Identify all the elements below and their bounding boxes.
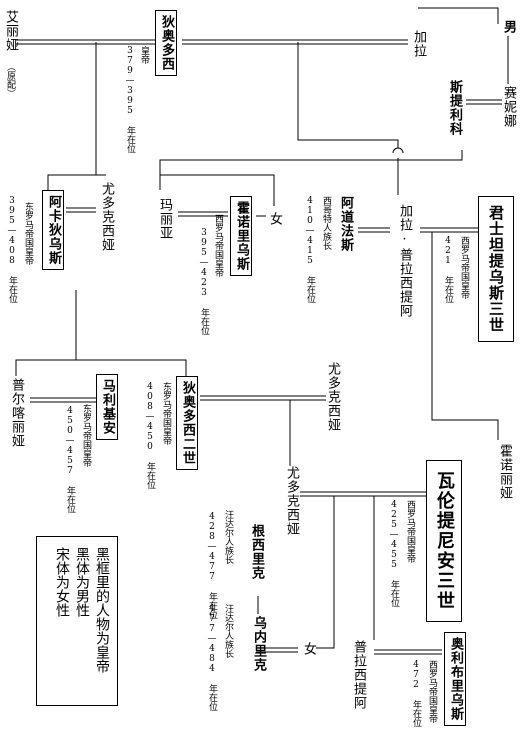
- person-arcadius: 阿卡狄乌斯: [42, 190, 64, 270]
- name: 马利基安: [100, 379, 115, 435]
- line-galla-male: [418, 7, 499, 24]
- person-honoria: 霍诺丽娅: [497, 444, 512, 500]
- reign-olybrius: 472 年在位: [411, 660, 421, 727]
- marriage-line-theodosius2-eudoxia: [200, 395, 326, 401]
- person-eudoxia2: 尤多克西娅: [325, 362, 340, 432]
- person-maria: 玛丽亚: [157, 198, 172, 240]
- legend-line-female: 宋体为女性: [54, 547, 70, 617]
- person-serena: 赛妮娜: [501, 86, 516, 128]
- line-aelia-children: [47, 42, 97, 190]
- marriage-line-stilicho-serena: [466, 99, 502, 105]
- title-honorius: 西罗马帝国皇帝: [213, 214, 223, 277]
- title-olybrius: 西罗马帝国皇帝: [427, 660, 437, 723]
- line-galla-placidia-descent: [297, 42, 399, 195]
- title-theodosius2: 东罗马帝国皇帝: [161, 382, 171, 445]
- person-marcian: 马利基安: [96, 374, 118, 440]
- reign-valentinian3: 425—455 年在位: [389, 500, 399, 607]
- marriage-line-maria-honorius: [178, 211, 228, 217]
- reign-genseric: 428—477 年在位: [207, 512, 217, 619]
- person-olybrius: 奥利布里乌斯: [444, 632, 466, 726]
- name: 阿卡狄乌斯: [46, 195, 61, 265]
- legend-line-male: 黑体为男性: [74, 547, 90, 617]
- name: 狄奥多西二世: [180, 381, 195, 465]
- person-eudoxia3: 尤多克西娅: [284, 466, 299, 536]
- marriage-line-galla-placidia-constantius: [420, 227, 478, 233]
- title-valentinian3: 西罗马帝国皇帝: [405, 500, 415, 563]
- marriage-line-athaulf-galla-placidia: [358, 227, 390, 233]
- person-male: 男: [501, 20, 516, 34]
- line-arcadius-children: [15, 290, 187, 376]
- name: 霍诺里乌斯: [234, 201, 249, 271]
- line-daughter-drop: [316, 620, 335, 649]
- reign-theodosius2: 408—450 年在位: [145, 382, 155, 489]
- line-valentinian-children: [333, 496, 375, 640]
- line-stilicho-children: [159, 150, 463, 206]
- title-arcadius: 东罗马帝国皇帝: [23, 202, 33, 265]
- name: 狄奥多西: [159, 15, 174, 71]
- marriage-line-placidia-olybrius: [374, 649, 442, 655]
- person-daughter2: 女: [301, 642, 316, 656]
- marriage-line-eudoxia-valentinian: [300, 491, 426, 497]
- title-marcian: 东罗马帝国皇帝: [81, 404, 91, 467]
- person-constantius3: 君士坦提乌斯三世: [478, 196, 514, 342]
- person-stilicho: 斯提利科: [447, 80, 462, 136]
- person-theodosius2: 狄奥多西二世: [176, 376, 198, 470]
- person-galla-placidia: 加拉·普拉西提阿: [397, 204, 412, 318]
- legend-line-emperor: 黑框里的人物为皇帝: [94, 547, 110, 673]
- marriage-line-theodosius-galla: [182, 39, 408, 45]
- title-huneric: 汪达尔人族长: [223, 604, 233, 658]
- name: 君士坦提乌斯三世: [487, 205, 505, 333]
- person-daughter1: 女: [267, 212, 282, 226]
- person-honorius: 霍诺里乌斯: [230, 196, 252, 276]
- reign-arcadius: 395—408 年在位: [7, 196, 17, 303]
- reign-huneric: 477—484 年在位: [207, 604, 217, 711]
- note-aelia: （原配）: [5, 62, 15, 98]
- hop-arc: [392, 147, 404, 154]
- person-eudoxia: 尤多克西娅: [99, 182, 114, 252]
- reign-marcian: 450—457 年在位: [65, 406, 75, 513]
- reign-athaulf: 410—415 年在位: [305, 196, 315, 303]
- name: 瓦伦提尼安三世: [434, 471, 455, 611]
- person-valentinian3: 瓦伦提尼安三世: [426, 460, 462, 622]
- title-genseric: 汪达尔人族长: [223, 510, 233, 564]
- title-theodosius1: 皇帝: [139, 46, 149, 64]
- marriage-line-huneric-daughter: [256, 647, 298, 653]
- person-pulcheria: 普尔喀丽娅: [9, 378, 24, 448]
- marriage-line-pulcheria-marcian: [30, 397, 96, 403]
- marriage-line-arcadius-eudoxia: [66, 207, 96, 213]
- reign-honorius: 395—423 年在位: [199, 228, 209, 335]
- person-athaulf: 阿道法斯: [338, 196, 353, 252]
- person-placidia: 普拉西提阿: [351, 640, 366, 710]
- person-galla: 加拉: [411, 30, 426, 58]
- title-athaulf: 西哥特人族长: [321, 196, 331, 250]
- person-theodosius1: 狄奥多西: [155, 10, 177, 76]
- title-constantius3: 西罗马帝国皇帝: [459, 236, 469, 299]
- legend-box: 黑框里的人物为皇帝 黑体为男性 宋体为女性: [36, 536, 118, 706]
- reign-theodosius1: 379—395 年在位: [125, 46, 135, 153]
- line-constantius-children: [431, 232, 499, 440]
- person-huneric: 乌内里克: [251, 616, 266, 672]
- person-aelia: 艾丽娅: [3, 10, 18, 52]
- marriage-line-aelia-theodosius: [16, 39, 155, 45]
- reign-constantius3: 421 年在位: [443, 236, 453, 303]
- name: 奥利布里乌斯: [448, 637, 463, 721]
- person-genseric: 根西里克: [249, 524, 264, 580]
